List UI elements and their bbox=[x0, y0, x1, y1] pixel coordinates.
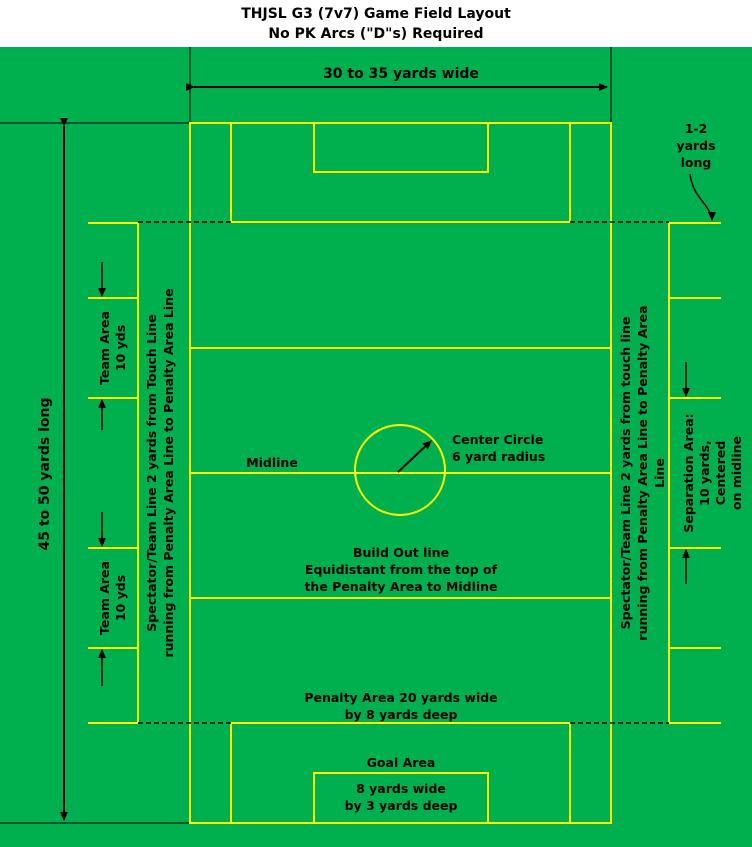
separation-label-3: Centered bbox=[713, 441, 728, 506]
goal-area-label-1: 8 yards wide bbox=[356, 781, 446, 796]
width-label: 30 to 35 yards wide bbox=[323, 66, 479, 82]
bench-length-label-2: yards bbox=[676, 138, 715, 153]
spectator-right-label-3: Line bbox=[652, 458, 667, 488]
goal-area-top bbox=[313, 122, 489, 173]
center-circle bbox=[354, 424, 446, 516]
goal-area-label-2: by 3 yards deep bbox=[345, 798, 458, 813]
spectator-left-label-2: running from Penalty Area Line to Penalt… bbox=[161, 288, 176, 657]
goal-area-bottom bbox=[313, 772, 489, 824]
goal-area-title: Goal Area bbox=[367, 755, 436, 770]
spectator-right-label-2: running from Penalty Area Line to Penalt… bbox=[635, 305, 650, 640]
team-area-2-label-2: 10 yds bbox=[113, 575, 128, 621]
separation-label-4: on midline bbox=[729, 436, 744, 510]
midline-label: Midline bbox=[246, 455, 298, 470]
center-circle-label-2: 6 yard radius bbox=[452, 449, 545, 464]
separation-label-2: 10 yards, bbox=[697, 440, 712, 506]
penalty-area-label-1: Penalty Area 20 yards wide bbox=[304, 690, 497, 705]
bench-length-label-1: 1-2 bbox=[685, 121, 708, 136]
build-out-label-3: the Penalty Area to Midline bbox=[304, 579, 497, 594]
spectator-left-label-1: Spectator/Team Line 2 yards from Touch L… bbox=[144, 314, 159, 631]
length-label: 45 to 50 yards long bbox=[37, 397, 53, 550]
center-circle-label-1: Center Circle bbox=[452, 432, 543, 447]
spectator-right-label-1: Spectator/Team Line 2 yards from touch l… bbox=[618, 317, 633, 630]
field-lines bbox=[88, 122, 721, 824]
build-out-label-2: Equidistant from the top of bbox=[305, 562, 498, 577]
radius-arrow bbox=[397, 440, 432, 473]
penalty-area-label-2: by 8 yards deep bbox=[345, 707, 458, 722]
diagram-subtitle: No PK Arcs ("D"s) Required bbox=[268, 26, 484, 42]
separation-label-1: Separation Area: bbox=[681, 413, 696, 532]
grass-background bbox=[0, 47, 752, 847]
bench-length-arrow bbox=[689, 173, 716, 221]
build-out-label-1: Build Out line bbox=[353, 545, 449, 560]
bench-length-label-3: long bbox=[681, 155, 712, 170]
diagram-title: THJSL G3 (7v7) Game Field Layout bbox=[241, 6, 511, 22]
team-area-1-label-1: Team Area bbox=[97, 311, 112, 385]
team-area-1-label-2: 10 yds bbox=[113, 325, 128, 371]
team-area-2-label-1: Team Area bbox=[97, 561, 112, 635]
penalty-extension-lines bbox=[138, 221, 669, 724]
